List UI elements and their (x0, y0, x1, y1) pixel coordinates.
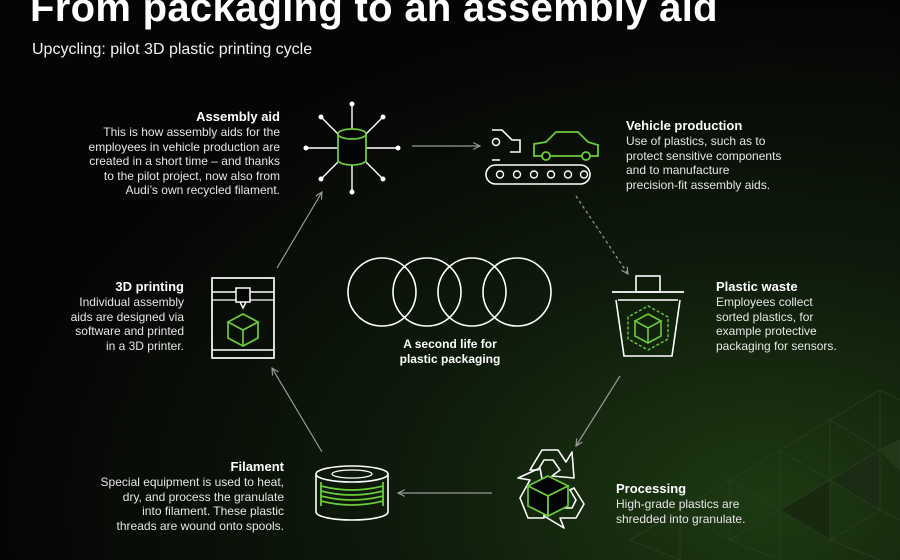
step-assembly-aid: Assembly aid This is how assembly aids f… (20, 109, 280, 198)
step-line: created in a short time – and thanks (89, 154, 280, 168)
cycle-arrows (272, 146, 628, 493)
step-plastic-waste: Plastic waste Employees collect sorted p… (716, 279, 886, 353)
step-line: into filament. These plastic (142, 504, 284, 518)
step-filament: Filament Special equipment is used to he… (44, 459, 284, 533)
cylinder-burst-icon (303, 101, 401, 195)
step-line: Use of plastics, such as to (626, 134, 766, 148)
step-line: High-grade plastics are (616, 497, 740, 511)
page-title: From packaging to an assembly aid (30, 0, 718, 30)
step-line: protect sensitive components (626, 148, 782, 163)
step-line: example protective (716, 324, 817, 338)
arrow-filament-to-printing (272, 368, 323, 453)
step-line: Individual assembly (79, 295, 184, 309)
step-title: Processing (616, 481, 687, 496)
recycle-icon (517, 449, 585, 529)
center-label-line: plastic packaging (399, 352, 501, 366)
center-label: A second life for plastic packaging (370, 337, 530, 367)
step-line: This is how assembly aids for the (103, 125, 280, 139)
step-3d-printing: 3D printing Individual assembly aids are… (24, 279, 184, 353)
step-line: precision-fit assembly aids. (626, 177, 771, 192)
step-line: in a 3D printer. (105, 338, 184, 353)
four-rings-logo (347, 257, 552, 327)
step-line: threads are wound onto spools. (116, 518, 284, 533)
step-title: 3D printing (115, 279, 184, 294)
step-title: Vehicle production (626, 118, 743, 133)
waste-bin-icon (612, 275, 684, 357)
step-vehicle-production: Vehicle production Use of plastics, such… (626, 118, 846, 192)
step-processing: Processing High-grade plastics are shred… (616, 481, 806, 526)
step-line: and to manufacture (626, 163, 730, 177)
step-title: Filament (230, 459, 284, 474)
step-line: Employees collect (716, 295, 813, 309)
arrow-vehicle-to-waste (575, 195, 628, 274)
step-line: sorted plastics, for (716, 309, 814, 324)
page-subtitle: Upcycling: pilot 3D plastic printing cyc… (32, 41, 313, 58)
step-line: aids are designed via (70, 309, 184, 324)
arrow-waste-to-processing (576, 375, 621, 446)
arrow-printing-to-assembly (276, 192, 322, 269)
step-line: packaging for sensors. (716, 338, 837, 353)
car-assembly-line-icon (485, 129, 599, 185)
step-line: Special equipment is used to heat, (100, 475, 284, 489)
step-line: employees in vehicle production are (88, 139, 280, 154)
step-line: to the pilot project, now also from (103, 168, 280, 183)
step-title: Plastic waste (716, 279, 798, 294)
filament-spool-icon (315, 465, 389, 521)
center-label-line: A second life for (403, 337, 497, 351)
3d-printer-icon (211, 277, 275, 359)
step-line: software and printed (75, 324, 184, 338)
step-title: Assembly aid (196, 109, 280, 124)
step-line: dry, and process the granulate (122, 489, 284, 504)
triangle-pattern-decoration (629, 389, 900, 560)
step-line: Audi’s own recycled filament. (125, 183, 280, 197)
step-line: shredded into granulate. (616, 511, 746, 526)
